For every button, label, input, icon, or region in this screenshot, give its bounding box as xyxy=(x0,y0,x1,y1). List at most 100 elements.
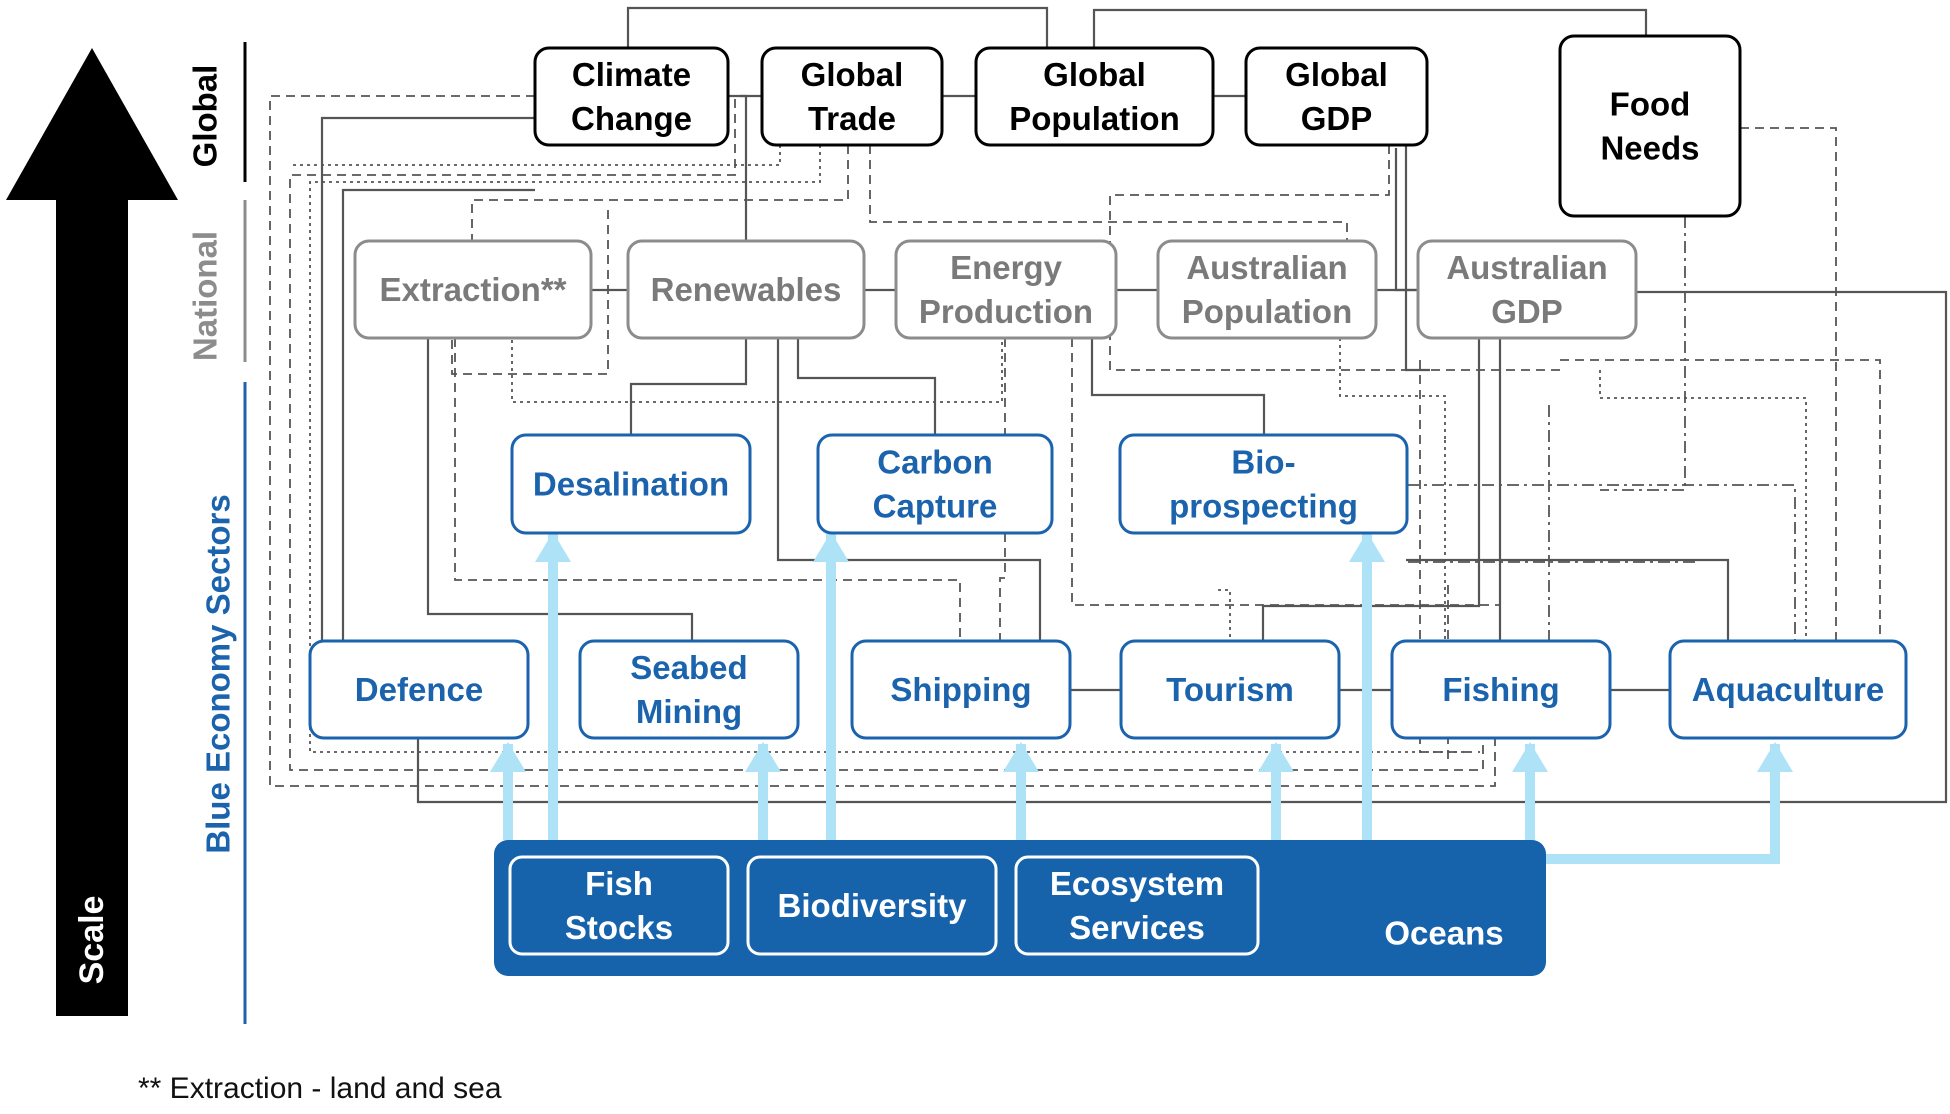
node-box xyxy=(850,639,1072,740)
node-box xyxy=(1244,46,1429,147)
node-label: Australian xyxy=(1186,249,1347,286)
node-label: Stocks xyxy=(565,909,673,946)
flow-arrowhead-icon xyxy=(1512,742,1548,772)
connector-line xyxy=(1394,148,1418,292)
node-box xyxy=(1390,639,1612,740)
node-label: Ecosystem xyxy=(1050,865,1224,902)
node-aquaculture: Aquaculture xyxy=(1668,639,1908,740)
connector-line xyxy=(1092,8,1648,48)
node-label: Aquaculture xyxy=(1692,671,1885,708)
connector-line xyxy=(426,338,694,641)
node-label: Global xyxy=(801,56,904,93)
node-label: prospecting xyxy=(1169,488,1358,525)
connector-line xyxy=(1560,359,1881,641)
connector-line xyxy=(320,116,535,641)
node-label: Services xyxy=(1069,909,1205,946)
connector-line xyxy=(451,210,609,375)
connector-line xyxy=(1599,370,1807,641)
node-box xyxy=(760,46,944,147)
node-box xyxy=(1416,239,1638,340)
node-label: Needs xyxy=(1600,130,1699,167)
connector-line xyxy=(1109,145,1560,371)
up-arrow-icon xyxy=(6,48,178,1016)
node-box xyxy=(1156,239,1378,340)
connector-line xyxy=(869,145,1348,241)
node-label: GDP xyxy=(1301,100,1373,137)
node-box xyxy=(1558,34,1742,218)
flow-arrowhead-icon xyxy=(1349,532,1385,562)
connector-line xyxy=(796,338,937,435)
connector-line xyxy=(626,6,1049,48)
node-defence: Defence xyxy=(308,639,530,740)
flow-arrowhead-icon xyxy=(745,742,781,772)
node-desal: Desalination xyxy=(510,433,752,535)
connector-line xyxy=(416,290,1948,804)
scale-label: Scale xyxy=(73,896,111,985)
node-label: Tourism xyxy=(1166,671,1294,708)
connector-line xyxy=(776,338,1042,641)
node-box xyxy=(353,239,593,340)
node-box xyxy=(508,855,730,956)
node-label: Food xyxy=(1610,86,1691,123)
connector-line xyxy=(269,95,1496,787)
node-biodiversity: Biodiversity xyxy=(746,855,998,956)
connector-line xyxy=(740,94,748,241)
node-box xyxy=(746,855,998,956)
node-box xyxy=(510,433,752,535)
node-label: Trade xyxy=(808,100,896,137)
connector-lines xyxy=(269,6,1948,804)
node-label: Seabed xyxy=(630,649,747,686)
node-box xyxy=(1668,639,1908,740)
node-label: Population xyxy=(1182,293,1352,330)
ocean-flow-arrows xyxy=(490,532,1793,864)
connector-line xyxy=(629,338,748,435)
flow-arrowhead-icon xyxy=(813,532,849,562)
node-label: Fishing xyxy=(1442,671,1559,708)
node-box xyxy=(816,433,1054,535)
node-label: Global xyxy=(1043,56,1146,93)
flow-arrowhead-icon xyxy=(1258,742,1294,772)
node-label: Climate xyxy=(572,56,691,93)
node-label: Fish xyxy=(585,865,653,902)
node-label: Global xyxy=(1285,56,1388,93)
node-box xyxy=(578,639,800,740)
node-label: GDP xyxy=(1491,293,1563,330)
level-label-sectors: Blue Economy Sectors xyxy=(200,494,237,853)
node-box xyxy=(1014,855,1260,956)
node-label: Defence xyxy=(355,671,483,708)
connector-line xyxy=(1218,589,1231,641)
node-bio: Bio-prospecting xyxy=(1118,433,1409,535)
node-fishing: Fishing xyxy=(1390,639,1612,740)
node-renewables: Renewables xyxy=(626,239,866,340)
node-label: Production xyxy=(919,293,1093,330)
connector-line xyxy=(1090,338,1266,435)
node-label: Renewables xyxy=(651,271,842,308)
node-box xyxy=(974,46,1215,147)
node-label: Energy xyxy=(950,249,1063,286)
node-shipping: Shipping xyxy=(850,639,1072,740)
connector-line xyxy=(471,145,849,241)
flow-arrowhead-icon xyxy=(535,532,571,562)
flow-arrowhead-icon xyxy=(1003,742,1039,772)
node-label: Carbon xyxy=(877,444,993,481)
connector-line xyxy=(341,188,535,641)
node-label: Biodiversity xyxy=(778,887,968,924)
connector-line xyxy=(309,145,1465,753)
node-tourism: Tourism xyxy=(1119,639,1341,740)
node-label: Extraction** xyxy=(379,271,566,308)
flow-line xyxy=(1546,744,1780,864)
flow-arrowhead-icon xyxy=(490,742,526,772)
connector-line xyxy=(1600,216,1686,491)
